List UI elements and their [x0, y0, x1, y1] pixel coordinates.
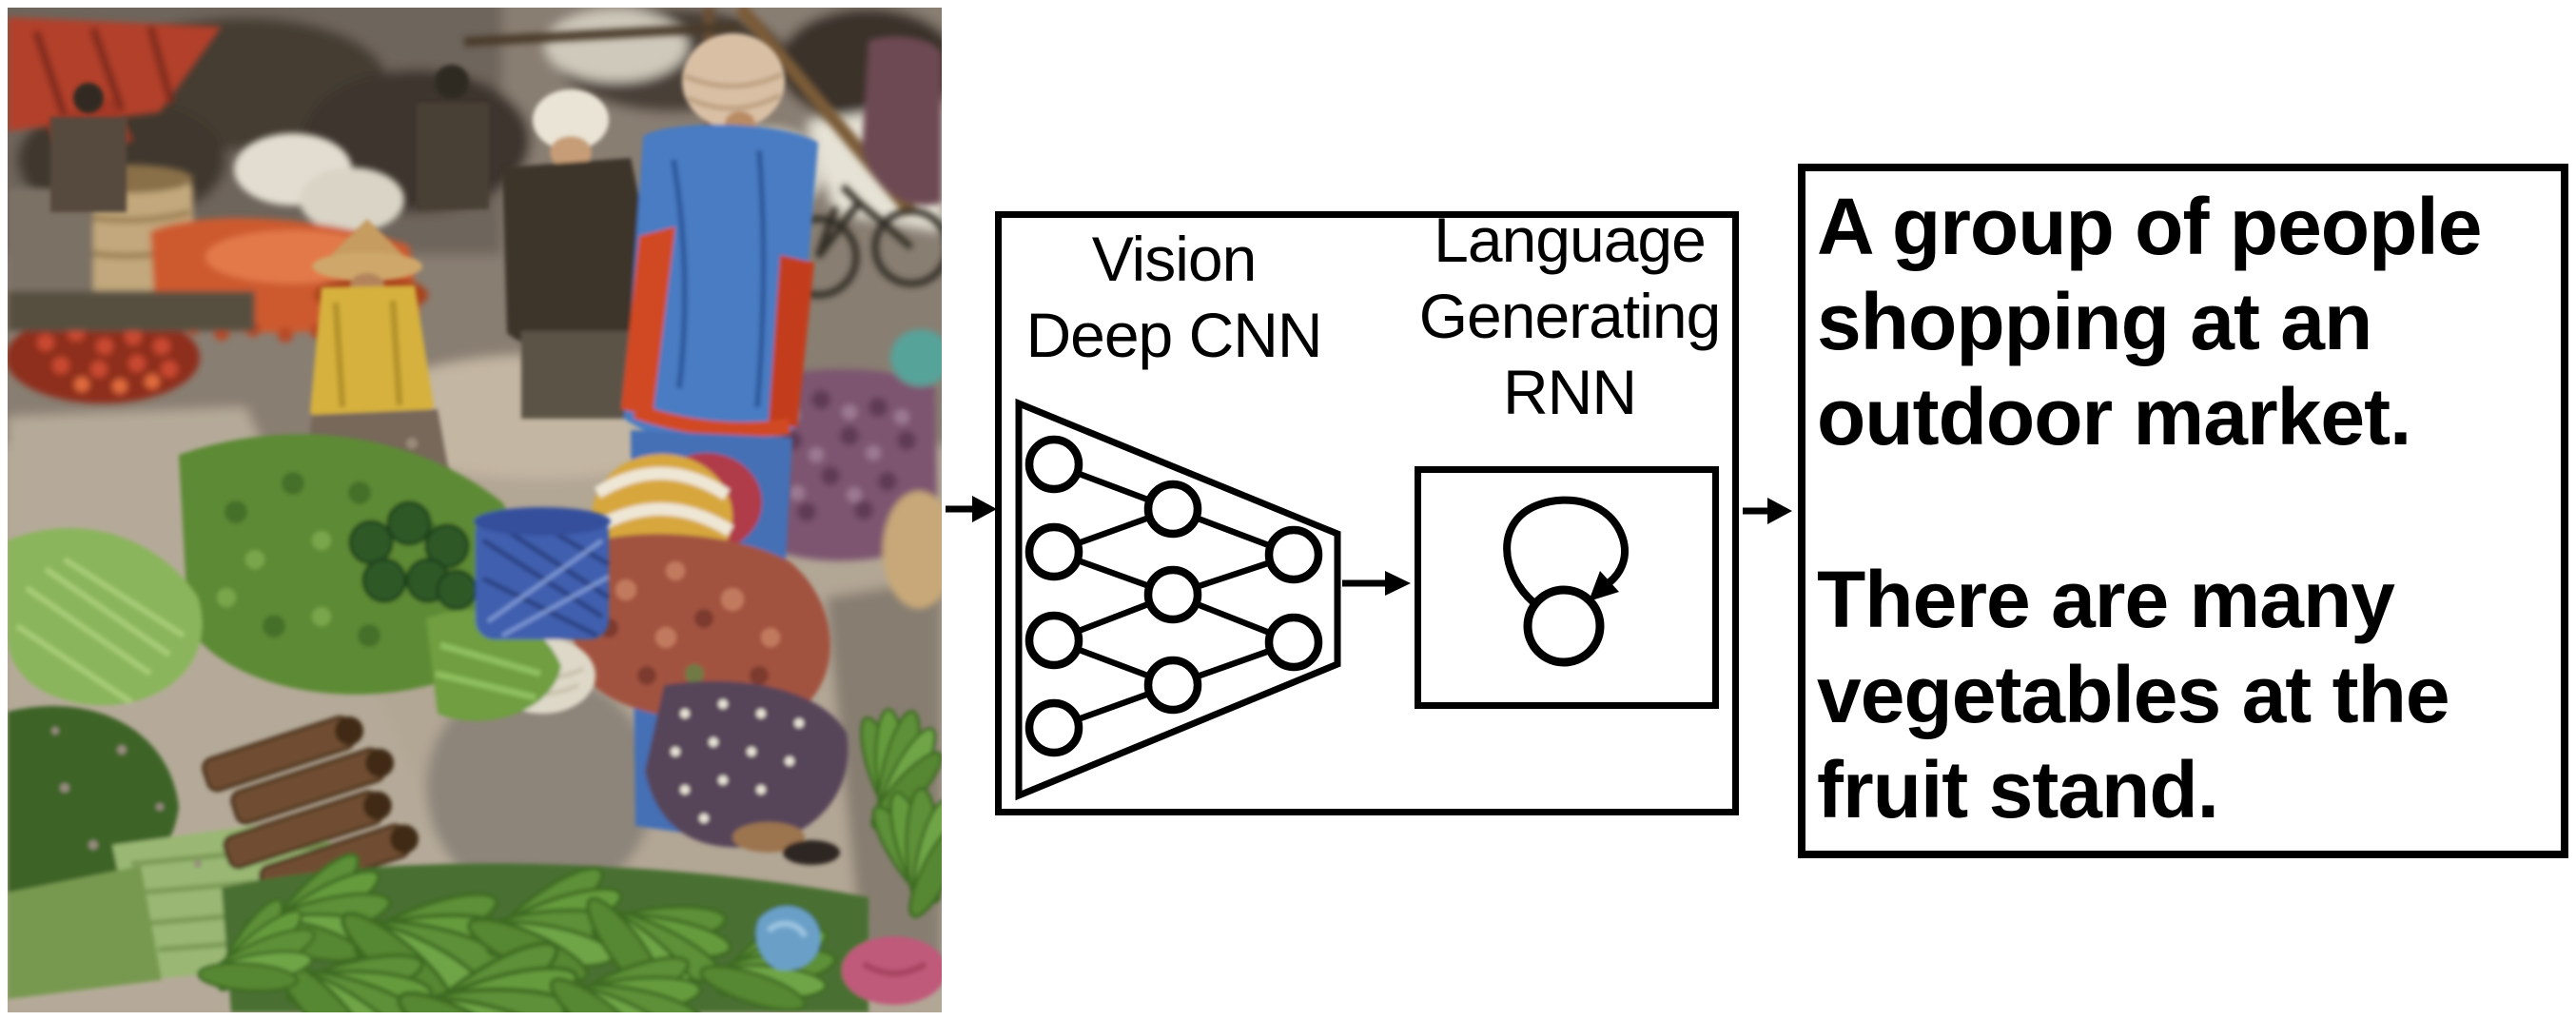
cnn-label-line2: Deep CNN [1025, 300, 1322, 370]
caption-line: A group of people [1817, 182, 2482, 271]
photo-foreground [8, 434, 942, 1012]
rnn-label-line2: Generating [1418, 281, 1722, 351]
caption-paragraph-2: There are many vegetables at the fruit s… [1817, 552, 2553, 837]
caption-line: shopping at an [1817, 277, 2372, 366]
cnn-label: Vision Deep CNN [1025, 221, 1322, 373]
caption-paragraph-1: A group of people shopping at an outdoor… [1817, 179, 2553, 464]
market-photo-art [8, 8, 942, 1012]
rnn-box [1415, 466, 1719, 709]
caption-line: outdoor market. [1817, 372, 2411, 461]
caption-line: There are many [1817, 555, 2395, 644]
rnn-label-line1: Language [1434, 205, 1707, 275]
caption-line: vegetables at the [1817, 650, 2450, 739]
person-white-headwrap [502, 89, 664, 419]
blue-basket [474, 507, 611, 639]
rnn-label: Language Generating RNN [1418, 202, 1722, 430]
caption-line: fruit stand. [1817, 745, 2219, 834]
rnn-label-line3: RNN [1503, 357, 1637, 427]
cnn-label-line1: Vision [1091, 224, 1258, 294]
photo-people [50, 33, 849, 865]
caption-box: A group of people shopping at an outdoor… [1798, 164, 2568, 858]
model-box [995, 211, 1739, 815]
market-photo [8, 8, 942, 1012]
rnn-to-caption-arrow [1743, 498, 1792, 524]
photo-to-cnn-arrow [946, 496, 997, 522]
